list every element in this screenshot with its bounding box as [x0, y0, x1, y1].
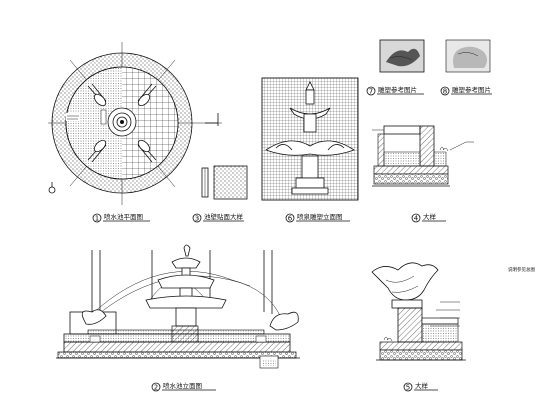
photo8-caption-number: 8 [443, 88, 447, 96]
section-caption-text: 大样 [423, 212, 437, 221]
fountain-caption: 6 喷泉雕塑立面图 [285, 212, 350, 223]
detail5-caption: 5 大样 [403, 381, 438, 392]
plan-caption: 1 喷水池平面图 [92, 212, 150, 223]
fountain-caption-text: 喷泉雕塑立面图 [297, 212, 343, 221]
section-caption: 4 大样 [411, 212, 446, 223]
reference-photo-8 [445, 39, 491, 73]
photo8-caption: 8 雕塑参考图片 [440, 85, 492, 96]
sheet-note: 说明参见总图 [508, 266, 535, 273]
fountain-elevation-panel [261, 77, 359, 201]
detail5-caption-number: 5 [406, 384, 410, 392]
fountain-caption-number: 6 [288, 215, 293, 223]
plan-caption-text: 喷水池平面图 [104, 212, 143, 221]
sculpture-base-detail [371, 262, 466, 361]
material-swatches [201, 165, 248, 200]
reference-photo-7 [379, 39, 425, 73]
pool-edge-section [372, 125, 474, 187]
photo7-caption-text: 雕塑参考图片 [378, 85, 417, 94]
photo7-caption-number: 7 [369, 88, 373, 96]
plan-caption-number: 1 [95, 215, 99, 223]
material-caption-number: 3 [195, 215, 199, 223]
elevation-caption-number: 2 [154, 384, 158, 392]
elevation-caption: 2 喷水池立面图 [151, 381, 216, 392]
elevation-caption-text: 喷水池立面图 [163, 381, 202, 390]
pool-elevation [56, 244, 300, 369]
section-caption-number: 4 [414, 215, 419, 223]
photo8-caption-text: 雕塑参考图片 [452, 85, 491, 94]
photo7-caption: 7 雕塑参考图片 [366, 85, 424, 96]
detail5-caption-text: 大样 [415, 381, 429, 390]
material-caption: 3 池壁贴面大样 [192, 212, 244, 223]
material-caption-text: 池壁贴面大样 [204, 212, 244, 221]
fountain-plan [48, 42, 222, 205]
